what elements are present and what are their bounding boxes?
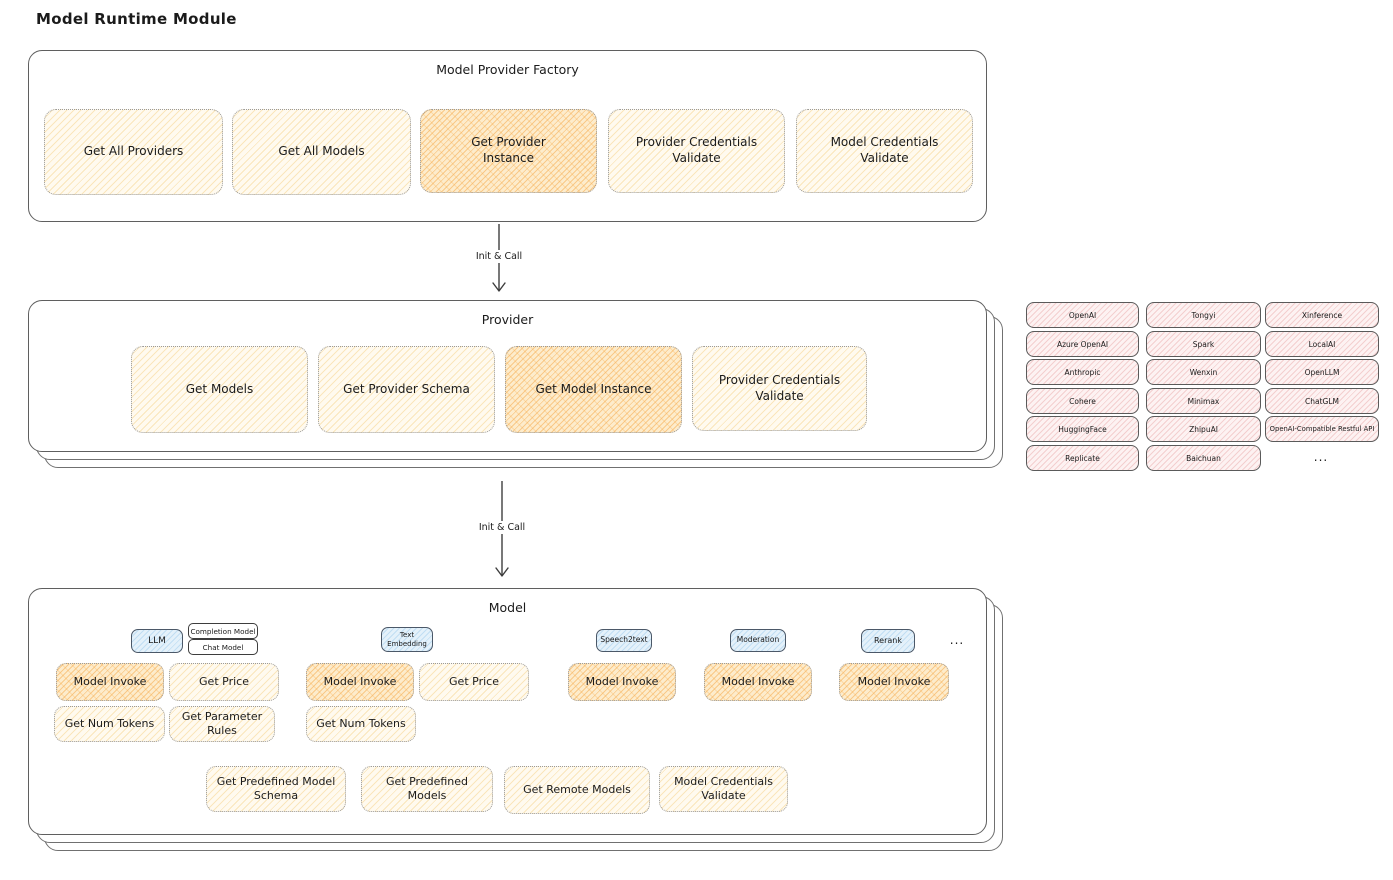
provider-container: Provider Get Models Get Provider Schema … [28,300,987,452]
factory-container: Model Provider Factory Get All Providers… [28,50,987,222]
page-title: Model Runtime Module [36,10,237,28]
tag-rerank: Rerank [861,629,915,653]
provider-box-get-provider-schema: Get Provider Schema [318,346,495,433]
tag-speech2text: Speech2text [596,629,652,652]
provider-box-get-models: Get Models [131,346,308,433]
model-container: Model LLM Completion Model Chat Model Te… [28,588,987,835]
model-tags-more: ... [949,633,965,647]
model-box-llm-get-price: Get Price [169,663,279,701]
model-box-embedding-get-price: Get Price [419,663,529,701]
provider-item-openai: OpenAI [1026,302,1139,328]
model-box-speech2text-model-invoke: Model Invoke [568,663,676,701]
tag-moderation: Moderation [730,629,786,652]
provider-item-spark: Spark [1146,331,1261,357]
provider-title: Provider [481,312,534,327]
provider-item-replicate: Replicate [1026,445,1139,471]
factory-title: Model Provider Factory [436,62,579,77]
provider-item-tongyi: Tongyi [1146,302,1261,328]
provider-item-zhipuai: ZhipuAI [1146,416,1261,442]
tag-completion-model: Completion Model [188,623,258,639]
provider-item-minimax: Minimax [1146,388,1261,414]
provider-item-anthropic: Anthropic [1026,359,1139,385]
provider-item-openllm: OpenLLM [1265,359,1379,385]
tag-chat-model: Chat Model [188,639,258,655]
provider-item-huggingface: HuggingFace [1026,416,1139,442]
provider-box-provider-credentials-validate: Provider Credentials Validate [692,346,867,431]
factory-box-get-provider-instance: Get Provider Instance [420,109,597,193]
model-box-llm-model-invoke: Model Invoke [56,663,164,701]
model-box-get-remote-models: Get Remote Models [504,766,650,814]
provider-item-wenxin: Wenxin [1146,359,1261,385]
provider-list-more: ... [1313,450,1329,464]
factory-box-get-all-providers: Get All Providers [44,109,223,195]
model-box-embedding-get-num-tokens: Get Num Tokens [306,706,416,742]
provider-item-cohere: Cohere [1026,388,1139,414]
provider-item-chatglm: ChatGLM [1265,388,1379,414]
model-box-moderation-model-invoke: Model Invoke [704,663,812,701]
provider-item-xinference: Xinference [1265,302,1379,328]
provider-item-azure-openai: Azure OpenAI [1026,331,1139,357]
provider-box-get-model-instance: Get Model Instance [505,346,682,433]
provider-item-openai-compatible: OpenAI-Compatible Restful API [1265,416,1379,442]
model-box-get-predefined-models: Get Predefined Models [361,766,493,812]
factory-box-provider-credentials-validate: Provider Credentials Validate [608,109,785,193]
provider-item-localai: LocalAI [1265,331,1379,357]
model-box-rerank-model-invoke: Model Invoke [839,663,949,701]
model-title: Model [488,600,527,615]
model-box-llm-get-num-tokens: Get Num Tokens [54,706,165,742]
model-box-model-credentials-validate: Model Credentials Validate [659,766,788,812]
model-box-get-predefined-model-schema: Get Predefined Model Schema [206,766,346,812]
model-box-embedding-model-invoke: Model Invoke [306,663,414,701]
tag-text-embedding: Text Embedding [381,627,433,652]
model-box-llm-get-parameter-rules: Get Parameter Rules [169,706,275,742]
provider-item-baichuan: Baichuan [1146,445,1261,471]
arrow-label-init-call-2: Init & Call [473,521,531,534]
factory-box-model-credentials-validate: Model Credentials Validate [796,109,973,193]
factory-box-get-all-models: Get All Models [232,109,411,195]
tag-llm: LLM [131,629,183,653]
arrow-label-init-call-1: Init & Call [470,250,528,263]
